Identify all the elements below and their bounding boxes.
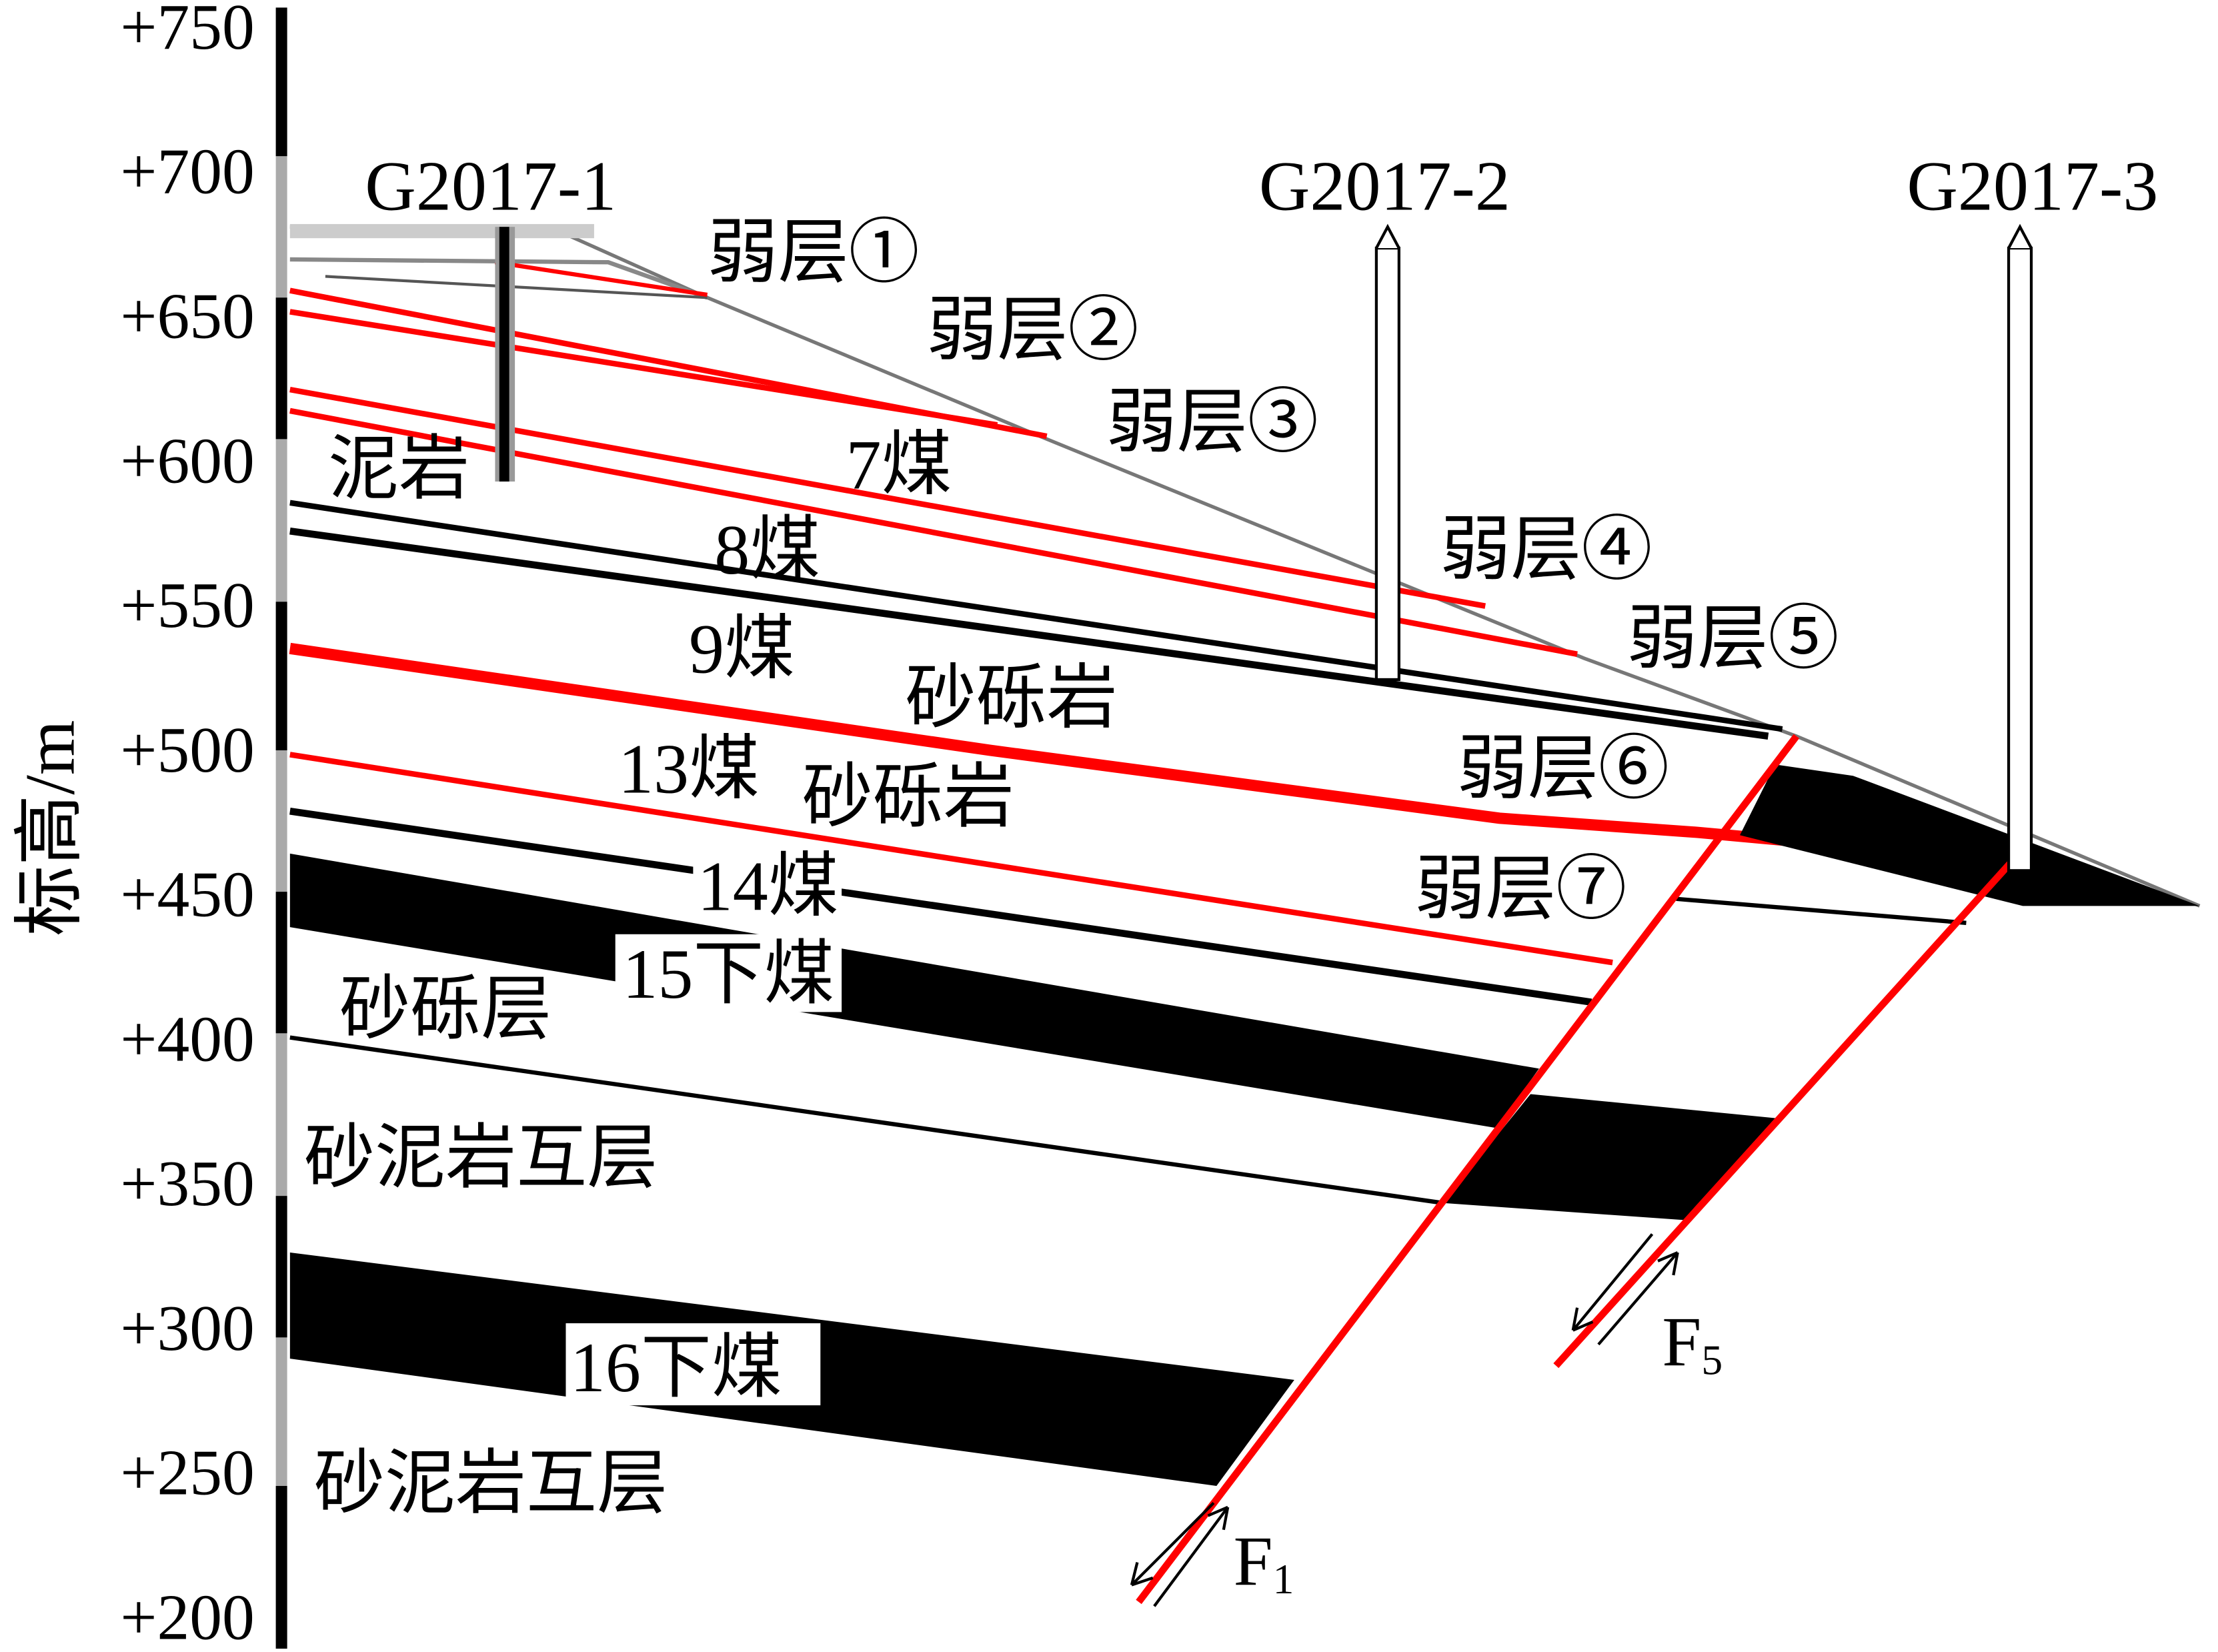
stratum-label: 13煤 — [618, 730, 760, 808]
stratum-label: 砂砾岩 — [906, 659, 1118, 738]
borehole-g2017-1 — [289, 223, 594, 482]
axis-tick-label: +250 — [120, 1437, 254, 1509]
top-layer-line — [289, 257, 708, 300]
axis-tick-label: +600 — [120, 425, 254, 497]
borehole-label: G2017-1 — [365, 147, 616, 225]
axis-tick-label: +450 — [120, 859, 254, 931]
weak-layer-label: 弱层④ — [1440, 510, 1652, 589]
axis-tick-label: +350 — [120, 1148, 254, 1220]
top-layer-line — [325, 275, 708, 299]
axis-tick-label: +200 — [120, 1582, 254, 1652]
stratum-label: 砂泥岩互层 — [304, 1118, 658, 1197]
coal-9-line — [289, 527, 1769, 740]
axis-tick-label: +750 — [120, 0, 254, 63]
weak-layer-4 — [289, 386, 1486, 609]
weak-layer-1 — [494, 260, 708, 297]
stratum-label: 砂砾层 — [339, 970, 551, 1048]
weak-layer-label: 弱层③ — [1106, 383, 1318, 462]
borehole-g2017-2 — [1374, 223, 1400, 682]
weak-layer-label: 弱层⑤ — [1626, 600, 1839, 678]
stratum-label: 15下煤 — [622, 934, 834, 1013]
coal-line-right — [1676, 896, 1967, 925]
weak-layer-label: 弱层① — [708, 213, 920, 291]
axis-tick-label: +650 — [120, 280, 254, 352]
fault-f5 — [1553, 846, 2026, 1369]
fault-f1 — [1136, 734, 1800, 1605]
borehole-g2017-3 — [2007, 223, 2033, 872]
stratum-label: 8煤 — [714, 510, 820, 589]
coal-14-line — [289, 807, 1592, 1006]
stratum-label: 砂泥岩互层 — [314, 1444, 668, 1523]
axis-title: 标高/m — [10, 720, 89, 936]
axis-tick-label: +400 — [120, 1003, 254, 1075]
elevation-axis — [275, 7, 287, 1649]
weak-layer-label: 弱层② — [926, 291, 1138, 369]
weak-layer-label: 弱层⑥ — [1457, 730, 1669, 808]
weak-layer-7 — [289, 752, 1613, 966]
axis-tick-labels: +750 +700 +650 +600 +550 +500 +450 +400 +350 +300… — [120, 0, 254, 1652]
axis-tick-label: +550 — [120, 570, 254, 642]
stratum-label: 14煤 — [698, 847, 839, 926]
fault-label-f1: F1 — [1234, 1522, 1294, 1603]
stratum-label: 9煤 — [689, 609, 795, 688]
axis-tick-label: +300 — [120, 1293, 254, 1365]
stratum-label: 砂砾岩 — [802, 758, 1014, 836]
borehole-label: G2017-3 — [1907, 147, 2158, 225]
coal-wedge — [1740, 764, 2200, 906]
coal-15-band-offset — [1442, 1094, 1776, 1220]
stratum-label: 泥岩 — [328, 430, 469, 508]
borehole-label: G2017-2 — [1259, 147, 1510, 225]
gravel-layer-line — [289, 1035, 1444, 1205]
fault-f1-arrows-icon — [1130, 1501, 1230, 1607]
fault-label-f5: F5 — [1662, 1303, 1723, 1384]
weak-layer-label: 弱层⑦ — [1414, 850, 1626, 928]
coal-15-band — [289, 853, 1539, 1128]
coal-8-line — [289, 500, 1783, 732]
stratum-label: 7煤 — [846, 426, 952, 504]
fault-f5-arrows-icon — [1571, 1233, 1679, 1346]
axis-tick-label: +500 — [120, 714, 254, 786]
stratum-label: 16下煤 — [570, 1328, 782, 1407]
weak-layer-3 — [289, 309, 998, 428]
axis-tick-label: +700 — [120, 136, 254, 208]
